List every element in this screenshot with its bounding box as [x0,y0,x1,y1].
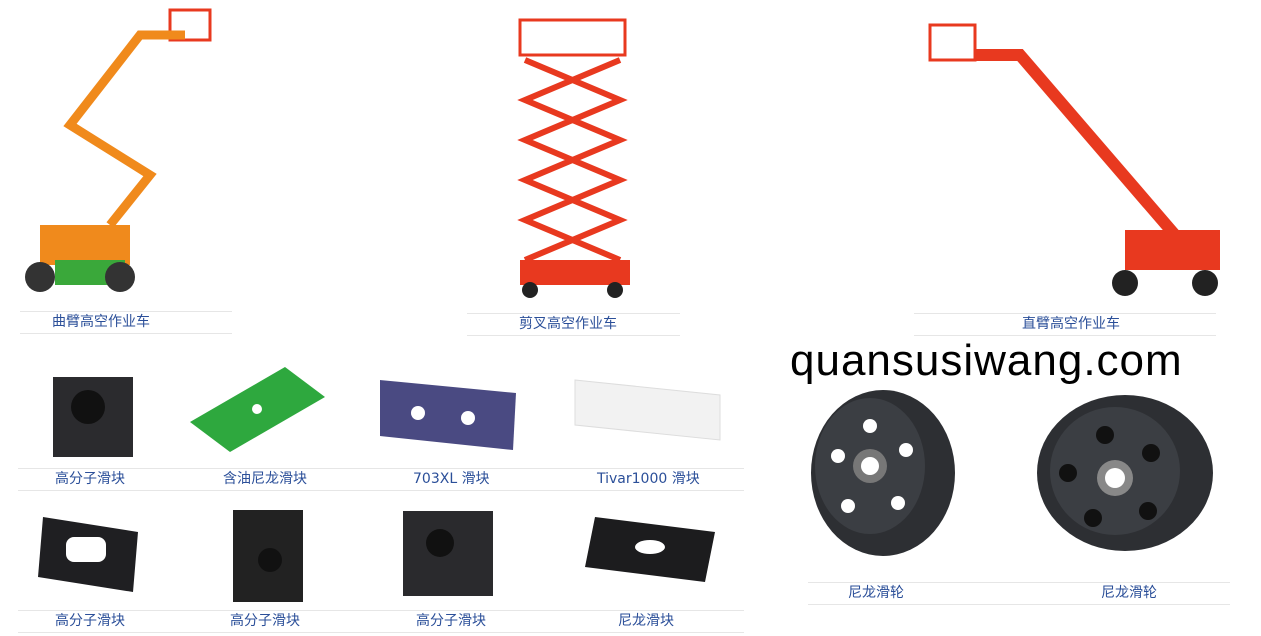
caption-row-wheels: 尼龙滑轮 尼龙滑轮 [808,582,1230,605]
caption-block-3: 703XL 滑块 [413,471,490,487]
articulating-boom-lift-image[interactable] [10,5,220,300]
nylon-pulley-image-2[interactable] [1033,393,1213,553]
caption-row-blocks-2: 高分子滑块 高分子滑块 高分子滑块 尼龙滑块 [18,610,744,633]
nylon-block-image[interactable] [580,512,720,587]
caption-block-7: 高分子滑块 [416,613,486,629]
nylon-pulley-image-1[interactable] [808,388,958,558]
telescopic-boom-lift-image[interactable] [925,15,1230,300]
caption-articulating-lift: 曲臂高空作业车 [20,311,232,334]
caption-wheel-2: 尼龙滑轮 [1101,585,1157,601]
scissor-lift-image[interactable] [515,15,635,300]
caption-block-8: 尼龙滑块 [618,613,674,629]
polymer-block-image-3[interactable] [230,505,305,605]
caption-block-5: 高分子滑块 [55,613,125,629]
caption-block-1: 高分子滑块 [55,471,125,487]
703xl-block-image[interactable] [378,378,518,453]
tivar1000-block-image[interactable] [570,375,725,450]
caption-telescopic-lift: 直臂高空作业车 [914,313,1216,336]
watermark: quansusiwang.com [790,336,1183,385]
polymer-block-image-2[interactable] [38,512,143,597]
polymer-block-image-4[interactable] [400,508,495,598]
polymer-block-image[interactable] [50,372,140,462]
oil-nylon-block-image[interactable] [185,362,330,457]
caption-block-2: 含油尼龙滑块 [223,471,307,487]
caption-block-4: Tivar1000 滑块 [597,471,700,487]
caption-scissor-lift: 剪叉高空作业车 [467,313,680,336]
caption-row-blocks-1: 高分子滑块 含油尼龙滑块 703XL 滑块 Tivar1000 滑块 [18,468,744,491]
caption-wheel-1: 尼龙滑轮 [848,585,904,601]
caption-block-6: 高分子滑块 [230,613,300,629]
